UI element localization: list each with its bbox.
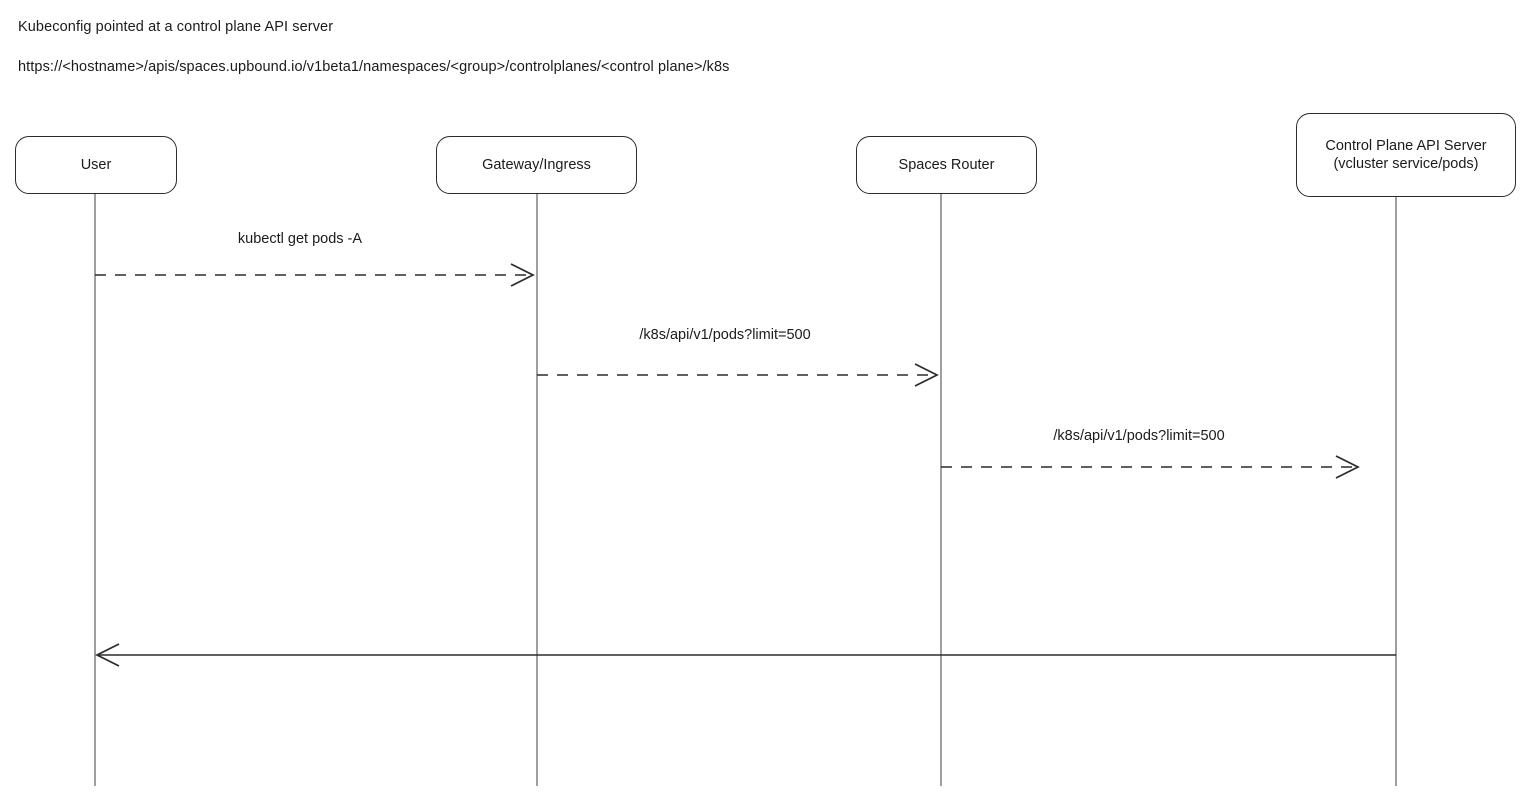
participant-name-router: Spaces Router — [898, 156, 995, 173]
participant-label-wrap-router: Spaces Router — [899, 156, 995, 174]
participant-apiserver[interactable]: Control Plane API Server (vcluster servic… — [1296, 113, 1516, 197]
message-label-m3: /k8s/api/v1/pods?limit=500 — [1053, 428, 1225, 444]
arrowhead-m2 — [914, 363, 939, 387]
participant-name-user: User — [80, 156, 112, 173]
participant-label-wrap-gateway: Gateway/Ingress — [482, 156, 591, 174]
participant-label-wrap-user: User — [81, 156, 112, 174]
message-m3 — [941, 455, 1360, 479]
participant-sublabel-apiserver: (vcluster service/pods) — [1333, 156, 1479, 172]
arrowhead-m4 — [95, 643, 120, 667]
note-kubeconfig: Kubeconfig pointed at a control plane AP… — [18, 19, 334, 35]
arrowhead-m3 — [1335, 455, 1360, 479]
participant-name-gateway: Gateway/Ingress — [482, 156, 591, 173]
participant-name-apiserver: Control Plane API Server — [1325, 137, 1487, 154]
message-m2 — [537, 363, 939, 387]
lifelines-group — [94, 194, 1397, 786]
message-label-m1: kubectl get pods -A — [237, 231, 363, 247]
message-m1 — [95, 263, 535, 287]
participant-gateway[interactable]: Gateway/Ingress — [436, 136, 637, 194]
message-label-m2: /k8s/api/v1/pods?limit=500 — [639, 327, 811, 343]
arrowhead-m1 — [510, 263, 535, 287]
participant-user[interactable]: User — [15, 136, 177, 194]
participant-router[interactable]: Spaces Router — [856, 136, 1037, 194]
messages-group — [95, 263, 1396, 667]
message-m4 — [95, 643, 1396, 667]
participant-label-wrap-apiserver: Control Plane API Server (vcluster servic… — [1325, 137, 1486, 173]
note-api-server-url: https://<hostname>/apis/spaces.upbound.i… — [18, 59, 730, 75]
